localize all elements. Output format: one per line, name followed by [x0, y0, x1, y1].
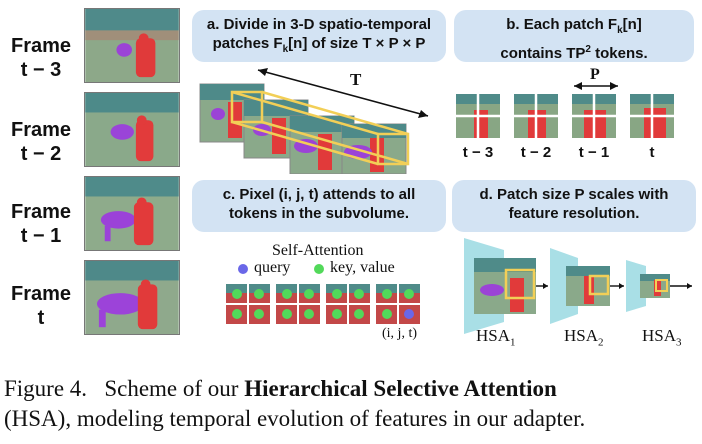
patch-volume-diagram [199, 68, 429, 174]
query-legend-icon [238, 264, 248, 274]
attention-patches-diagram [226, 284, 420, 324]
time-axis-arrow [257, 68, 429, 118]
caption-text-1: Scheme of our [104, 376, 239, 401]
caption-prefix: Figure 4. [4, 376, 88, 401]
query-legend-label: query [254, 259, 291, 276]
panel-c-title: c. Pixel (i, j, t) attends to all tokens… [192, 180, 446, 232]
query-pixel-label: (i, j, t) [382, 326, 417, 341]
patch-label-t-minus-3: t − 3 [462, 144, 494, 161]
caption-bold: Hierarchical Selective Attention [244, 376, 557, 401]
frame-thumbnail-1 [84, 8, 180, 83]
time-axis-label: T [350, 70, 362, 89]
attention-patch-2 [276, 284, 320, 324]
figure-caption: Figure 4. Scheme of our Hierarchical Sel… [4, 374, 698, 434]
hsa-stage-3 [626, 260, 670, 312]
patch-label-t: t [649, 144, 655, 161]
hsa-label-2: HSA2 [564, 326, 604, 349]
hsa-stage-1 [464, 238, 536, 334]
patch-t [630, 94, 674, 138]
frame-thumbnail-3 [84, 176, 180, 251]
attention-patch-3 [326, 284, 370, 324]
key-value-legend-label: key, value [330, 259, 395, 276]
patch-t-minus-1 [572, 94, 616, 138]
patch-t-minus-3 [456, 94, 500, 138]
patch-tube [230, 90, 410, 166]
panel-d-title: d. Patch size P scales with feature reso… [452, 180, 696, 232]
patch-label-t-minus-2: t − 2 [520, 144, 552, 161]
self-attention-label: Self-Attention [272, 242, 364, 259]
attention-patch-1 [226, 284, 270, 324]
patch-t-minus-2 [514, 94, 558, 138]
patch-label-t-minus-1: t − 1 [578, 144, 610, 161]
query-pixel [404, 309, 414, 319]
hsa-pipeline-diagram [464, 238, 692, 334]
patch-tokens-diagram [456, 82, 674, 138]
key-value-legend-icon [314, 264, 324, 274]
hsa-label-1: HSA1 [476, 326, 516, 349]
hsa-label-3: HSA3 [642, 326, 682, 349]
patch-size-label: P [590, 66, 600, 83]
attention-patch-4 [376, 284, 420, 324]
panel-b-title: b. Each patch Fk[n] contains TP2 tokens. [454, 10, 694, 62]
panel-a-title: a. Divide in 3-D spatio-temporal patches… [192, 10, 446, 62]
patch-size-arrow [574, 82, 618, 90]
caption-text-2: (HSA), modeling temporal evolution of fe… [4, 406, 586, 431]
hsa-stage-2 [550, 248, 610, 324]
frame-thumbnail-4 [84, 260, 180, 335]
frame-thumbnail-2 [84, 92, 180, 167]
